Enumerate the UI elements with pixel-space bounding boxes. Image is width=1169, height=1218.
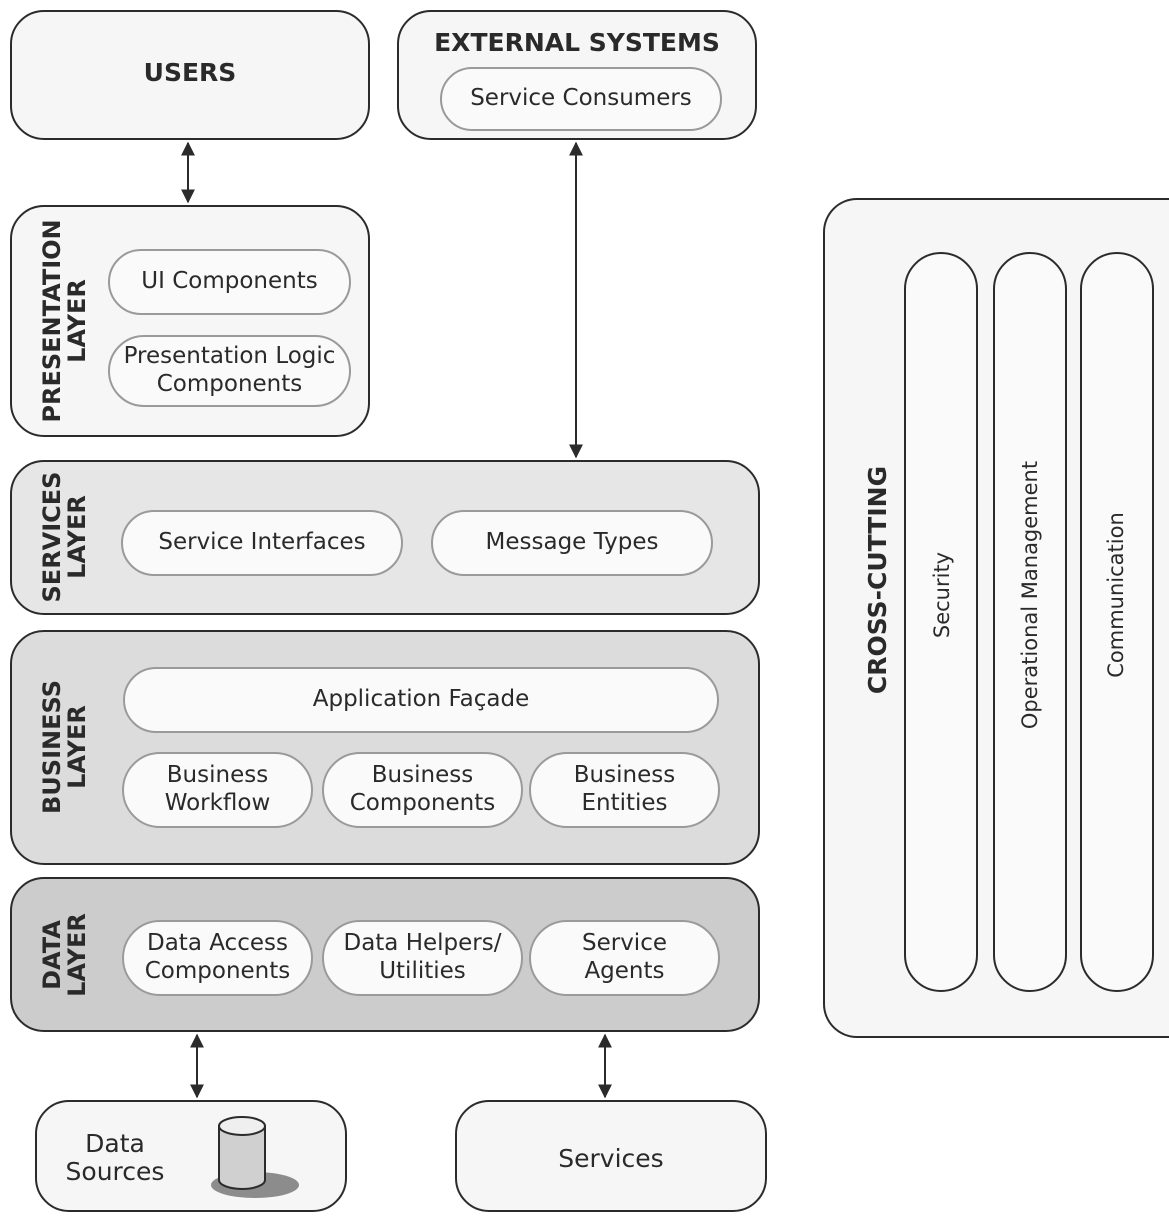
- presentation-layer: UI Components Presentation Logic Compone…: [10, 205, 370, 437]
- communication-column: [1080, 252, 1154, 992]
- service-interfaces-pill: Service Interfaces: [121, 510, 403, 576]
- business-components-pill: Business Components: [322, 752, 523, 828]
- business-layer: Application Façade Business Workflow Bus…: [10, 630, 760, 865]
- operational-management-column: [993, 252, 1067, 992]
- users-title: USERS: [143, 58, 237, 87]
- business-workflow-pill: Business Workflow: [122, 752, 313, 828]
- service-consumers-pill: Service Consumers: [440, 67, 722, 131]
- services-label: Services: [558, 1144, 664, 1173]
- data-helpers-utilities-pill: Data Helpers/ Utilities: [322, 920, 523, 996]
- services-layer: Service Interfaces Message Types: [10, 460, 760, 615]
- external-systems-title: EXTERNAL SYSTEMS: [434, 28, 720, 57]
- message-types-pill: Message Types: [431, 510, 713, 576]
- presentation-logic-components-pill: Presentation Logic Components: [108, 335, 351, 407]
- external-systems-box: EXTERNAL SYSTEMS Service Consumers: [397, 10, 757, 140]
- application-facade-pill: Application Façade: [123, 667, 719, 733]
- ui-components-pill: UI Components: [108, 249, 351, 315]
- security-column: [904, 252, 978, 992]
- data-sources-label: Data Sources: [65, 1129, 165, 1186]
- service-agents-pill: Service Agents: [529, 920, 720, 996]
- services-box: Services: [455, 1100, 767, 1212]
- business-entities-pill: Business Entities: [529, 752, 720, 828]
- data-layer: Data Access Components Data Helpers/ Uti…: [10, 877, 760, 1032]
- data-access-components-pill: Data Access Components: [122, 920, 313, 996]
- database-cylinder-icon: [211, 1116, 299, 1198]
- users-box: USERS: [10, 10, 370, 140]
- data-sources-box: Data Sources: [35, 1100, 347, 1212]
